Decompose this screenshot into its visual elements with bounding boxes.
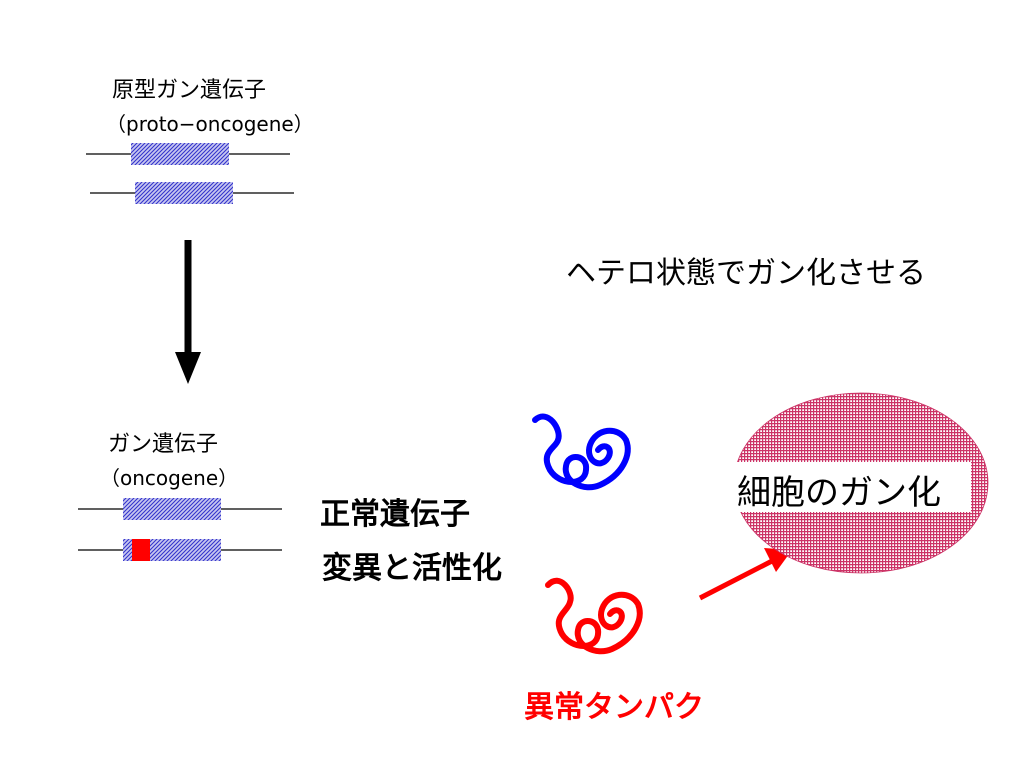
- abnormal-protein-label: 異常タンパク: [524, 690, 704, 725]
- cell-label-box: [733, 462, 971, 512]
- gene-segment: [135, 182, 233, 204]
- oncogene-title: ガン遺伝子: [108, 432, 219, 457]
- proto-oncogene-title: 原型ガン遺伝子: [112, 78, 267, 103]
- mutation-activation-label: 変異と活性化: [322, 551, 502, 586]
- gene-segment: [131, 143, 229, 165]
- mutation-site: [132, 539, 150, 561]
- down-arrow: [175, 240, 201, 384]
- cell-cancer-label: 細胞のガン化: [737, 473, 941, 513]
- normal-protein-icon: [532, 413, 631, 491]
- proto-gene-strand-1: [86, 143, 290, 165]
- oncogene-subtitle: （oncogene）: [100, 466, 239, 490]
- onco-gene-strand-mutated: [78, 539, 282, 561]
- red-arrow: [698, 548, 792, 601]
- hetero-state-label: ヘテロ状態でガン化させる: [566, 256, 926, 291]
- proto-oncogene-subtitle: （proto−oncogene）: [106, 112, 314, 136]
- onco-gene-strand-normal: [78, 498, 282, 520]
- gene-segment: [123, 498, 221, 520]
- normal-gene-label: 正常遺伝子: [320, 497, 470, 532]
- abnormal-protein-icon: [545, 577, 643, 655]
- proto-gene-strand-2: [90, 182, 294, 204]
